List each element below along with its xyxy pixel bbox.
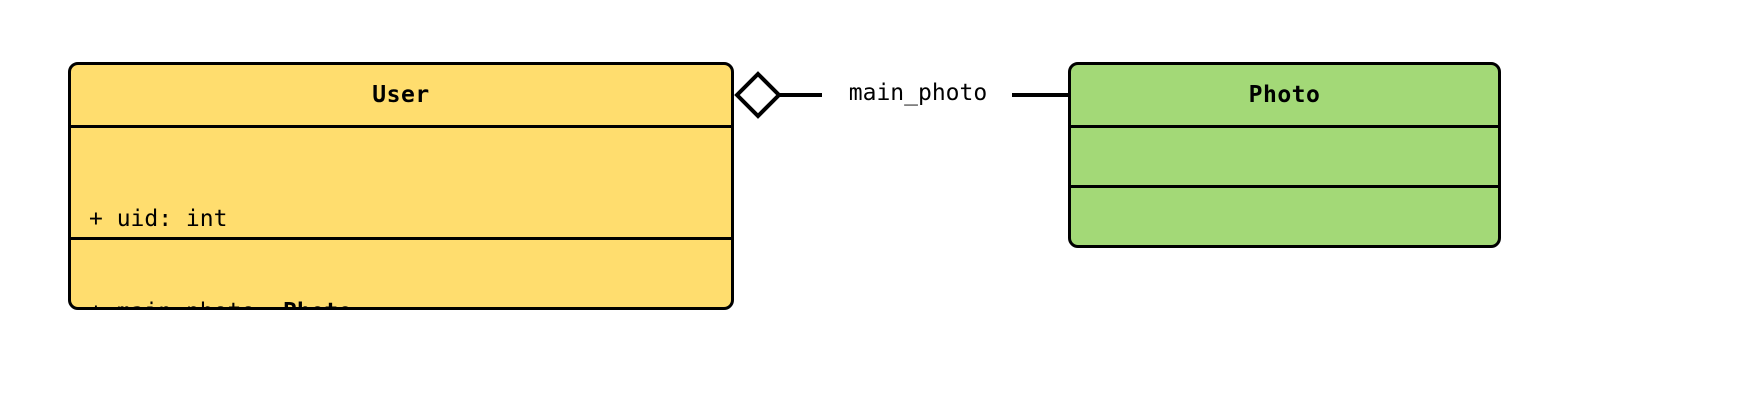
association-line-left [780, 93, 822, 97]
attribute-type-ref: Photo [283, 299, 352, 307]
attributes-compartment-photo [1071, 125, 1498, 185]
attributes-compartment-user: + uid: int + main_photo: Photo [71, 125, 731, 307]
association-label-main-photo: main_photo [822, 78, 1014, 108]
attribute-row: + uid: int [89, 206, 228, 233]
association-line-right [1012, 93, 1070, 97]
class-name-photo: Photo [1248, 82, 1321, 108]
aggregation-diamond-icon [734, 71, 782, 119]
attribute-prefix: + main_photo: [89, 299, 283, 307]
class-title-photo: Photo [1071, 65, 1498, 125]
class-name-user: User [372, 82, 430, 108]
class-box-user[interactable]: User + uid: int + main_photo: Photo + __… [68, 62, 734, 310]
class-title-user: User [71, 65, 731, 125]
methods-compartment-user: + __init__(uid, main_photo): None [71, 237, 731, 307]
class-box-photo[interactable]: Photo [1068, 62, 1501, 248]
attribute-row: + main_photo: Photo [89, 297, 713, 307]
methods-compartment-photo [1071, 185, 1498, 245]
